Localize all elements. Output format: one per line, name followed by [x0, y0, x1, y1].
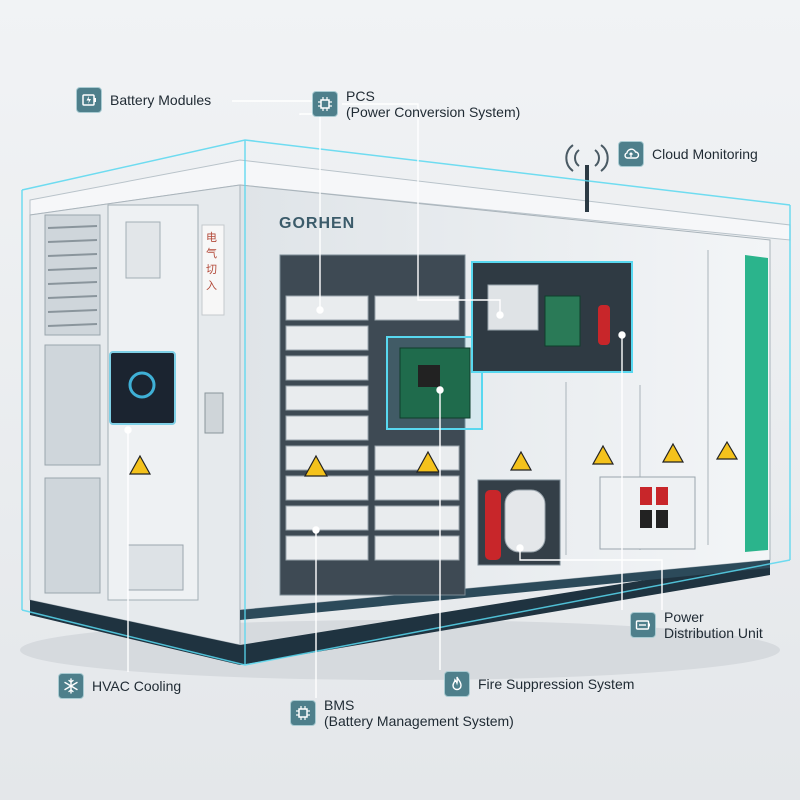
pcs-module	[487, 284, 539, 331]
brand-logo: GORHEN	[279, 215, 356, 232]
callout-sublabel: (Power Conversion System)	[346, 104, 521, 120]
callout-bms: BMS (Battery Management System)	[290, 697, 514, 729]
callout-label: Battery Modules	[110, 92, 212, 108]
end-vent-lower	[44, 477, 101, 594]
pdu-breaker	[656, 510, 668, 528]
chinese-label-plate	[201, 224, 225, 316]
callout-label: HVAC Cooling	[92, 678, 182, 694]
callout-label: Cloud Monitoring	[652, 146, 758, 162]
chip-icon	[290, 700, 316, 726]
callout-sublabel: (Battery Management System)	[324, 713, 514, 729]
callout-power-distribution: Power Distribution Unit	[630, 609, 763, 641]
extinguisher-small	[598, 305, 610, 345]
snowflake-icon	[58, 673, 84, 699]
warning-sign	[303, 454, 329, 477]
pdu-breaker	[640, 510, 652, 528]
signal-waves	[565, 144, 609, 172]
leader-lines	[124, 100, 663, 698]
warning-sign	[415, 450, 441, 473]
lower-grille	[127, 544, 184, 591]
electrical-inlet-label: 电气切入	[206, 231, 217, 292]
brand-stripe	[745, 255, 768, 552]
callout-cloud-monitoring: Cloud Monitoring	[618, 141, 758, 167]
warning-sign	[509, 450, 533, 471]
pdu-breaker	[656, 487, 668, 505]
flame-icon	[444, 671, 470, 697]
warning-sign	[591, 444, 615, 465]
pcs-board	[544, 295, 581, 347]
battery-icon	[76, 87, 102, 113]
end-vent-middle	[44, 344, 101, 466]
callout-fire-suppression: Fire Suppression System	[444, 671, 634, 697]
callout-sublabel: Distribution Unit	[664, 625, 763, 641]
vent-grille	[47, 225, 98, 327]
display-gauge	[128, 371, 156, 399]
end-vent-upper	[44, 214, 101, 336]
callout-label: PCS	[346, 88, 375, 104]
cloud-upload-icon	[618, 141, 644, 167]
callout-text: BMS (Battery Management System)	[324, 697, 514, 729]
callout-label: BMS	[324, 697, 355, 713]
callout-label: Fire Suppression System	[478, 676, 635, 692]
hvac-display	[109, 351, 176, 425]
fire-extinguisher	[485, 490, 501, 560]
glow-outline	[21, 139, 791, 666]
power-unit-icon	[630, 612, 656, 638]
door-vent	[125, 221, 161, 279]
container-base-trim	[240, 560, 770, 620]
callout-pcs: PCS (Power Conversion System)	[312, 88, 520, 120]
callout-text: PCS (Power Conversion System)	[346, 88, 520, 120]
warning-sign	[715, 440, 739, 460]
callout-text: Power Distribution Unit	[664, 609, 763, 641]
callout-battery-modules: Battery Modules	[76, 87, 211, 113]
side-switch	[204, 392, 224, 434]
chip-icon	[312, 91, 338, 117]
suppression-tank	[504, 489, 546, 553]
bms-chip	[418, 365, 440, 387]
battery-modules-stack	[285, 295, 460, 561]
warning-sign	[128, 454, 152, 475]
warning-sign	[661, 442, 685, 463]
callout-label: Power	[664, 609, 704, 625]
callout-hvac-cooling: HVAC Cooling	[58, 673, 181, 699]
pdu-breaker	[640, 487, 652, 505]
